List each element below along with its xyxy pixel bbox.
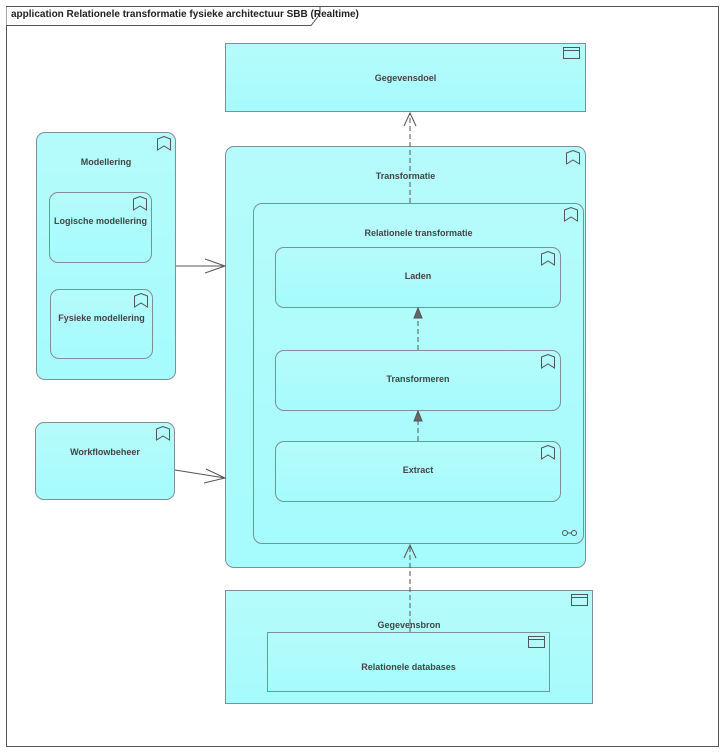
extract-node[interactable]: Extract bbox=[275, 441, 561, 502]
transformeren-to-laden-trigger bbox=[413, 306, 423, 350]
function-bookmark-icon bbox=[541, 354, 555, 369]
transformatie-label: Transformatie bbox=[375, 171, 436, 181]
function-bookmark-icon bbox=[156, 426, 170, 441]
transformeren-node[interactable]: Transformeren bbox=[275, 350, 561, 411]
laden-label: Laden bbox=[404, 271, 432, 281]
gegevensbron-to-transformatie-flow bbox=[403, 543, 417, 632]
logische-modellering-node[interactable]: Logische modellering bbox=[49, 192, 152, 263]
function-bookmark-icon bbox=[541, 445, 555, 460]
workflowbeheer-label: Workflowbeheer bbox=[70, 447, 140, 457]
function-bookmark-icon bbox=[157, 136, 171, 151]
relationele-databases-label: Relationele databases bbox=[361, 662, 456, 672]
function-bookmark-icon bbox=[133, 196, 147, 211]
logische-modellering-label: Logische modellering bbox=[53, 216, 147, 226]
link-icon bbox=[562, 530, 577, 536]
frame-title: application Relationele transformatie fy… bbox=[11, 9, 359, 20]
function-bookmark-icon bbox=[134, 293, 148, 308]
fysieke-modellering-label: Fysieke modellering bbox=[58, 313, 145, 323]
extract-label: Extract bbox=[402, 465, 434, 475]
modellering-label: Modellering bbox=[80, 157, 132, 167]
relationele-transformatie-label: Relationele transformatie bbox=[364, 228, 473, 238]
gegevensdoel-node[interactable]: Gegevensdoel bbox=[225, 43, 586, 112]
transformeren-label: Transformeren bbox=[386, 374, 450, 384]
function-bookmark-icon bbox=[566, 150, 580, 165]
gegevensdoel-label: Gegevensdoel bbox=[374, 73, 437, 83]
workflowbeheer-node[interactable]: Workflowbeheer bbox=[35, 422, 175, 500]
transformatie-to-gegevensdoel-flow bbox=[403, 111, 417, 203]
modellering-serving-arrow bbox=[176, 258, 227, 274]
relationele-databases-node[interactable]: Relationele databases bbox=[267, 632, 550, 692]
component-icon bbox=[563, 47, 580, 59]
function-bookmark-icon bbox=[564, 207, 578, 222]
extract-to-transformeren-trigger bbox=[413, 409, 423, 441]
diagram-frame bbox=[6, 6, 719, 747]
component-icon bbox=[528, 636, 545, 648]
fysieke-modellering-node[interactable]: Fysieke modellering bbox=[50, 289, 153, 359]
component-icon bbox=[571, 594, 588, 606]
workflowbeheer-serving-arrow bbox=[174, 468, 227, 484]
function-bookmark-icon bbox=[541, 251, 555, 266]
frame-title-tab: application Relationele transformatie fy… bbox=[6, 6, 359, 26]
gegevensbron-label: Gegevensbron bbox=[377, 620, 441, 630]
laden-node[interactable]: Laden bbox=[275, 247, 561, 308]
